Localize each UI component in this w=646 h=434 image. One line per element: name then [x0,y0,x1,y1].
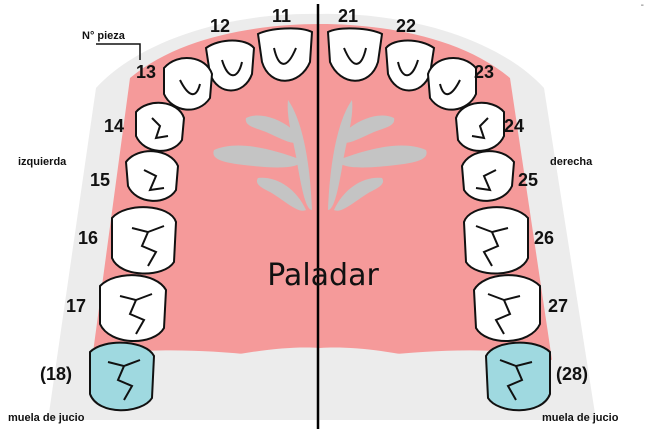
label-tooth-22: 22 [396,16,417,36]
left-side-label: izquierda [18,156,67,168]
label-tooth-14: 14 [104,116,125,136]
palatal-rugae [213,100,427,211]
corner-mark: - [640,0,644,11]
palate-title: Paladar [267,258,379,293]
label-tooth-13: 13 [136,62,157,82]
right-side-label: derecha [550,156,593,168]
label-tooth-25: 25 [518,170,539,190]
piece-label: N° pieza [82,30,125,42]
label-tooth-16: 16 [78,228,99,248]
tooth-15 [124,150,180,202]
wisdom-label-right: muela de jucio [542,412,619,424]
tooth-18 [89,341,156,412]
tooth-11 [256,27,314,82]
label-tooth-12: 12 [210,16,231,36]
label-tooth-26: 26 [534,228,555,248]
teeth-right-group [326,27,551,412]
tooth-23 [426,56,477,111]
palate-area [92,24,552,360]
palate-lower-cut [130,347,510,420]
label-tooth-17: 17 [66,296,87,316]
tooth-25 [460,150,516,202]
label-tooth-18: (18) [40,364,73,384]
tooth-13 [163,56,214,111]
wisdom-label-left: muela de jucio [8,412,85,424]
label-tooth-11: 11 [272,6,292,26]
tooth-21 [326,27,384,82]
label-tooth-28: (28) [556,364,589,384]
tooth-12 [204,39,256,92]
piece-label-pointer [96,43,141,60]
label-tooth-24: 24 [504,116,525,136]
label-tooth-23: 23 [474,62,495,82]
label-tooth-27: 27 [548,296,569,316]
label-tooth-21: 21 [338,6,359,26]
label-tooth-15: 15 [90,170,111,190]
tooth-22 [384,39,436,92]
tooth-fissures [107,47,533,401]
tooth-28 [484,341,551,412]
